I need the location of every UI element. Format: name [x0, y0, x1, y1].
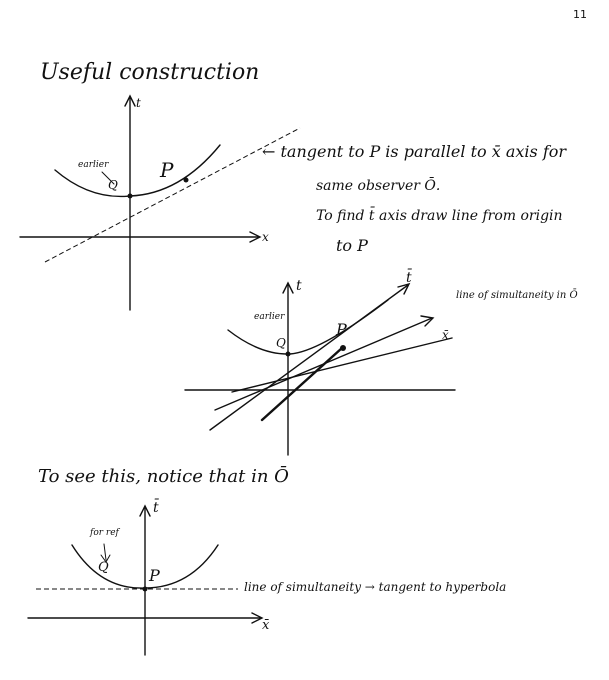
d1-q-pointer [101, 171, 115, 185]
d2-tbar-label: t̄ [406, 270, 412, 286]
d3-point-p-dot [142, 586, 148, 592]
d2-note: line of simultaneity in Ō [456, 290, 578, 301]
d1-hyperbola [54, 144, 221, 198]
d3-q-pointer [100, 543, 111, 563]
d3-q-note: for ref [90, 528, 119, 538]
d1-note-line-4: to P [336, 236, 368, 255]
mid-text: To see this, notice that in Ō [38, 466, 289, 487]
d2-q-label: Q [276, 336, 286, 350]
d3-p-label: P [149, 566, 160, 585]
d2-t-arrow [282, 281, 294, 294]
d2-q-note: earlier [254, 312, 285, 322]
d1-note-line-3: To find t̄ axis draw line from origin [316, 208, 563, 224]
d1-point-q-dot [127, 193, 133, 199]
d3-xbar-arrow [251, 612, 264, 624]
d1-point-p-dot [183, 177, 189, 183]
diagram-2 [184, 281, 456, 456]
d2-origin-to-p [260, 346, 344, 422]
d3-xbar-label: x̄ [262, 618, 270, 633]
diagram-1 [19, 94, 301, 311]
d3-tbar-label: t̄ [153, 500, 159, 516]
d2-tbar-axis [209, 284, 409, 431]
d1-x-label: x [262, 230, 269, 244]
d1-note-line-1: ← tangent to P is parallel to x̄ axis fo… [262, 142, 567, 161]
d1-q-label: Q [108, 178, 118, 192]
page-number: 11 [573, 8, 587, 21]
d2-xbar-arrow [420, 315, 435, 327]
d2-xbar-label: x̄ [442, 328, 449, 342]
d2-point-p-dot [340, 345, 346, 351]
d2-simultaneity-line [231, 337, 453, 393]
d1-note-line-2: same observer Ō. [316, 178, 441, 194]
d1-tangent-line [44, 127, 301, 263]
d2-t-label: t [296, 278, 302, 294]
d3-note: line of simultaneity → tangent to hyperb… [244, 580, 507, 594]
d3-q-label: Q [98, 560, 109, 575]
d1-t-arrow [124, 94, 136, 107]
d1-q-note: earlier [78, 160, 109, 170]
page-title: Useful construction [40, 60, 260, 85]
diagram-3 [27, 504, 264, 656]
d2-hyperbola [227, 299, 389, 355]
d2-tbar-arrow [397, 282, 411, 295]
d1-p-label: P [160, 158, 174, 182]
d1-t-label: t [136, 96, 141, 110]
d2-point-q-dot [285, 351, 291, 357]
d3-tbar-arrow [139, 504, 151, 517]
d1-x-arrow [249, 231, 262, 243]
d2-p-label: P [336, 320, 347, 339]
